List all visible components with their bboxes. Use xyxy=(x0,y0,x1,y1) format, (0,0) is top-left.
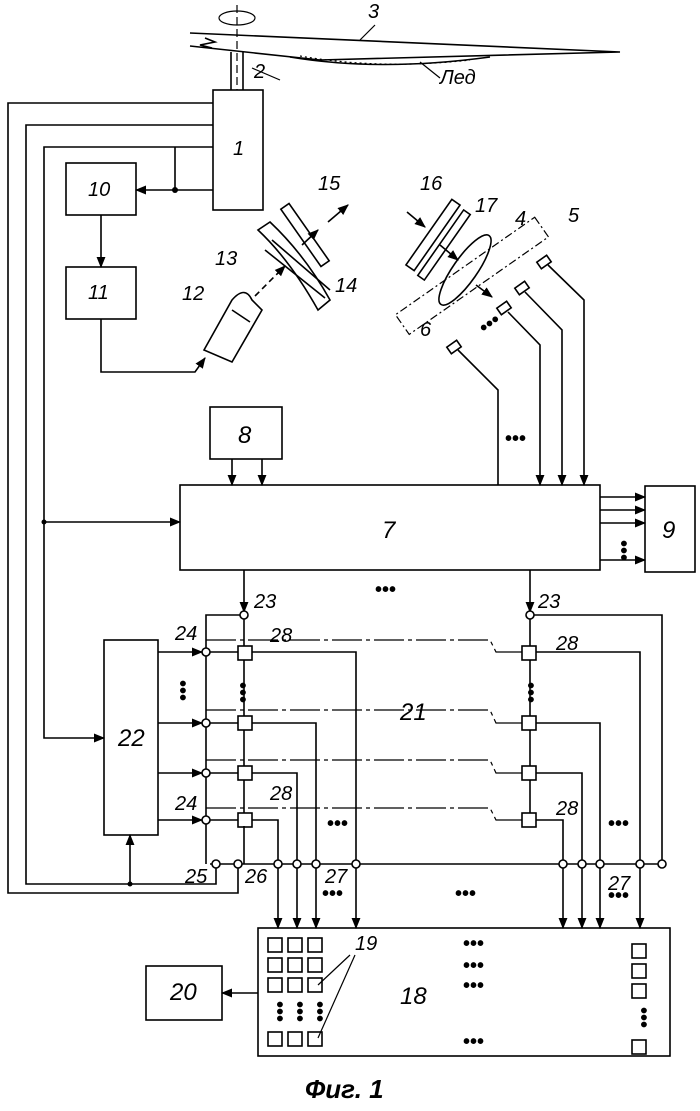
label-14: 14 xyxy=(335,275,357,297)
label-28-d: 28 xyxy=(555,798,578,820)
label-7: 7 xyxy=(382,517,397,544)
receiver-optics xyxy=(404,198,493,306)
grid-ellipsis-7: ••• xyxy=(463,1031,484,1053)
block-7 xyxy=(179,484,601,571)
matrix-21: ••• ••• xyxy=(158,570,667,930)
label-16: 16 xyxy=(420,173,443,195)
input-ellipsis: ••• xyxy=(171,680,193,701)
block-8 xyxy=(209,406,283,460)
col-ellipsis-left: ••• xyxy=(231,682,253,703)
label-2: 2 xyxy=(253,61,265,83)
label-28-a: 28 xyxy=(269,625,292,647)
label-4: 4 xyxy=(515,208,526,230)
output-ellipsis: ••• xyxy=(375,579,396,601)
label-23-right: 23 xyxy=(537,591,560,613)
label-20: 20 xyxy=(169,979,197,1006)
laser-12 xyxy=(202,265,286,364)
block-11 xyxy=(65,266,137,320)
bus-ellipsis: ••• xyxy=(612,540,634,561)
row-ellipsis-left: ••• xyxy=(327,813,348,835)
bus-ellipsis-right: ••• xyxy=(608,885,629,907)
shaft xyxy=(230,52,244,90)
label-8: 8 xyxy=(238,422,252,449)
label-21: 21 xyxy=(399,699,427,726)
block-22 xyxy=(103,639,159,836)
label-18: 18 xyxy=(400,983,427,1010)
label-6: 6 xyxy=(420,319,432,341)
bus-7-9: ••• xyxy=(600,492,647,565)
block-20 xyxy=(145,965,223,1021)
label-24-bottom: 24 xyxy=(174,793,197,815)
label-27-left: 27 xyxy=(324,866,348,888)
label-17: 17 xyxy=(475,195,498,217)
label-10: 10 xyxy=(88,179,110,201)
block-9 xyxy=(644,485,696,573)
feedback-wires xyxy=(7,102,239,894)
label-27-right: 27 xyxy=(607,873,631,895)
label-25: 25 xyxy=(184,866,208,888)
bus-ellipsis-mid: ••• xyxy=(455,883,476,905)
label-26: 26 xyxy=(244,866,268,888)
bus-ellipsis-left: ••• xyxy=(322,883,343,905)
grid-ellipsis-8: ••• xyxy=(632,1007,654,1028)
label-5: 5 xyxy=(568,205,580,227)
label-28-c: 28 xyxy=(269,783,292,805)
detector-ellipsis: ••• xyxy=(505,428,526,450)
label-11: 11 xyxy=(88,282,109,304)
figure-caption: Фиг. 1 xyxy=(305,1074,384,1104)
row-ellipsis-right: ••• xyxy=(608,813,629,835)
leader-lines xyxy=(251,24,441,81)
label-ice: Лед xyxy=(438,67,476,89)
block-18 xyxy=(257,927,671,1057)
labels: 3 2 Лед 1 10 11 12 13 14 15 16 17 4 5 6 … xyxy=(88,1,675,1104)
col-ellipsis-right: ••• xyxy=(519,682,541,703)
label-24-top: 24 xyxy=(174,623,197,645)
grid-ellipsis-6: ••• xyxy=(463,975,484,997)
label-9: 9 xyxy=(662,517,675,544)
label-12: 12 xyxy=(182,283,204,305)
label-3: 3 xyxy=(368,1,379,23)
grid-ellipsis-3: ••• xyxy=(308,1001,330,1022)
label-15: 15 xyxy=(318,173,341,195)
label-19: 19 xyxy=(355,933,377,955)
grid-ellipsis-5: ••• xyxy=(463,955,484,977)
optics-13-14-15 xyxy=(256,202,349,312)
grid-ellipsis-2: ••• xyxy=(288,1001,310,1022)
label-13: 13 xyxy=(215,248,237,270)
label-22: 22 xyxy=(117,725,145,752)
label-23-left: 23 xyxy=(253,591,276,613)
label-28-b: 28 xyxy=(555,633,578,655)
indicator-grid: ••• ••• ••• ••• ••• ••• ••• ••• xyxy=(267,933,654,1055)
block-1 xyxy=(212,89,264,211)
label-1: 1 xyxy=(233,138,244,160)
block-10 xyxy=(65,162,137,216)
grid-ellipsis-4: ••• xyxy=(463,933,484,955)
rotor-blade xyxy=(189,5,621,90)
grid-ellipsis-1: ••• xyxy=(268,1001,290,1022)
